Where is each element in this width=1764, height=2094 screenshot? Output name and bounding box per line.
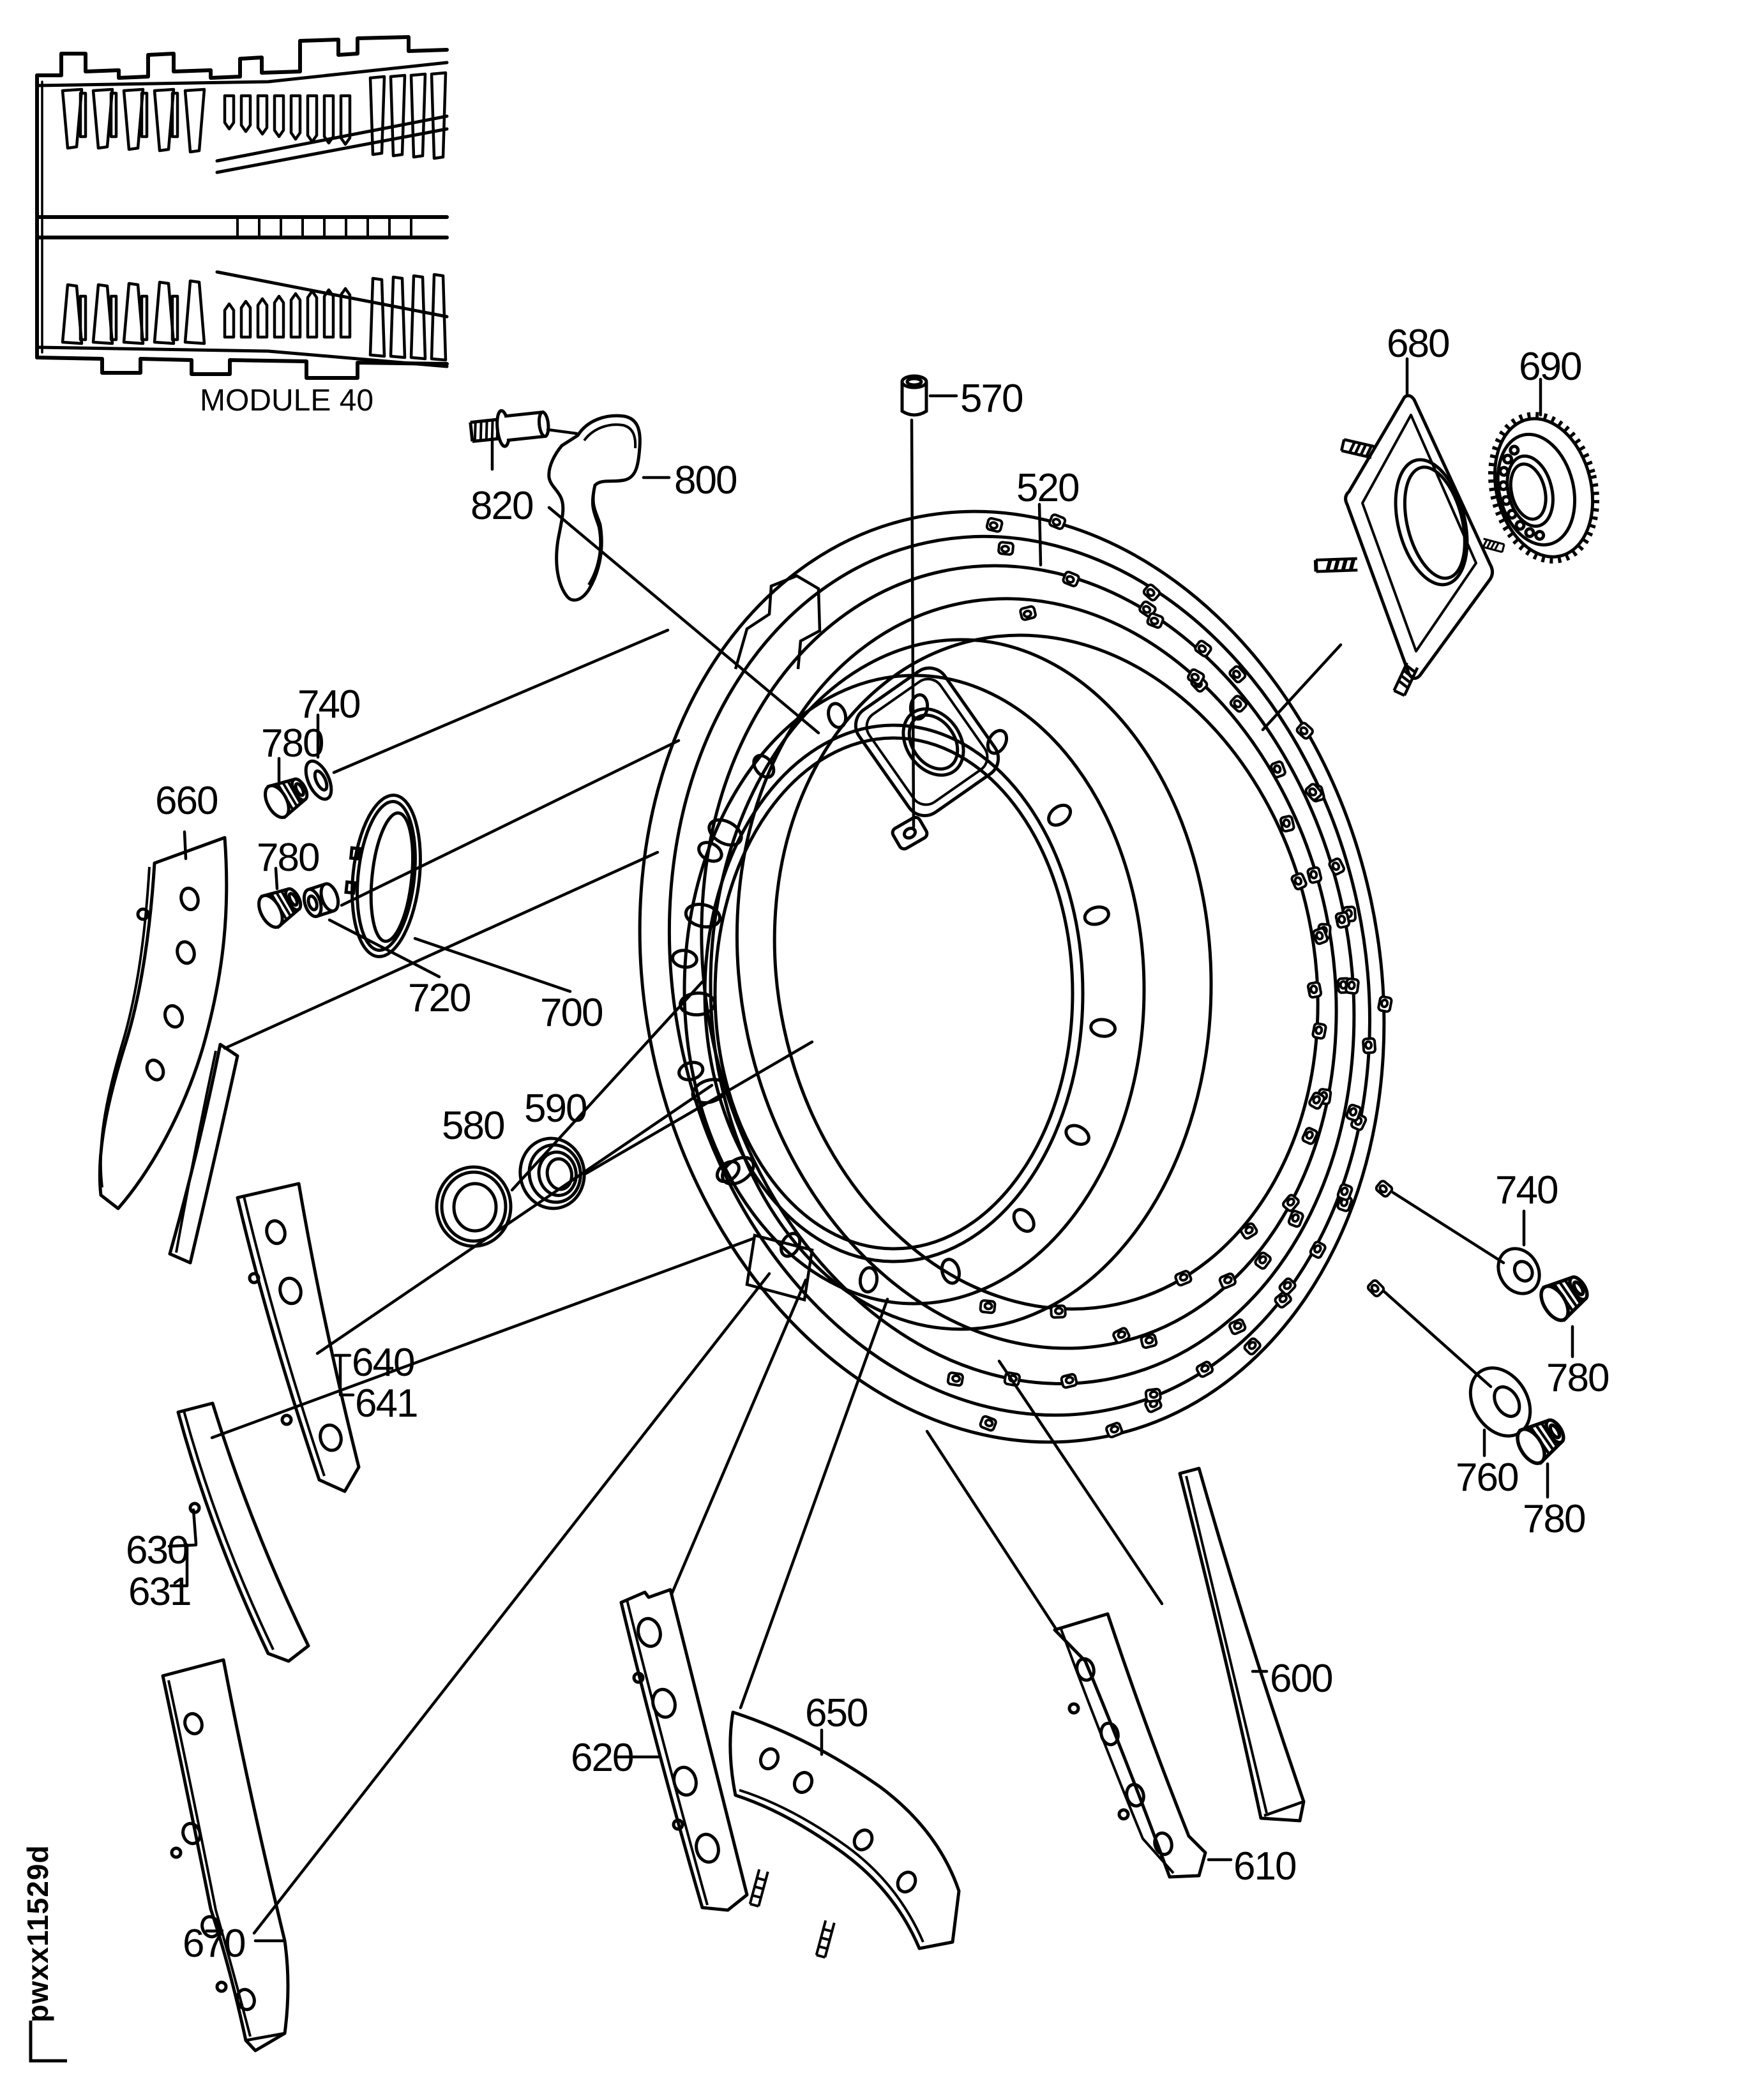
callout-740-left: 740 bbox=[298, 682, 361, 727]
callout-720: 720 bbox=[408, 976, 471, 1020]
turbine-case-ring bbox=[638, 509, 1469, 1444]
bushing-570 bbox=[900, 374, 928, 417]
callout-780-right-1: 780 bbox=[1546, 1356, 1609, 1400]
ring-580 bbox=[435, 1165, 513, 1248]
boss-570 bbox=[891, 815, 929, 851]
callout-780-right-2: 780 bbox=[1523, 1497, 1586, 1541]
washer-740-left bbox=[304, 759, 333, 801]
callout-660: 660 bbox=[155, 779, 218, 823]
callout-580: 580 bbox=[442, 1104, 505, 1148]
drawing-stamp-number: pwxx11529d bbox=[21, 1844, 54, 2022]
flange-bolt-holes bbox=[670, 693, 1117, 1294]
callout-780-left-2: 780 bbox=[257, 836, 320, 880]
engine-cross-section-thumbnail bbox=[35, 35, 449, 380]
leader-lines bbox=[167, 357, 1574, 1943]
callout-631: 631 bbox=[128, 1570, 192, 1614]
callout-700: 700 bbox=[540, 991, 603, 1035]
bolt-820 bbox=[469, 409, 550, 448]
liner-strip-660 bbox=[98, 836, 229, 1210]
callout-800: 800 bbox=[674, 458, 737, 502]
liner-strip-630 bbox=[176, 1401, 310, 1663]
callout-570: 570 bbox=[960, 377, 1023, 421]
gear-seal-ring-690 bbox=[1488, 412, 1600, 564]
callout-620: 620 bbox=[571, 1736, 634, 1780]
callout-520: 520 bbox=[1016, 466, 1080, 510]
callout-670: 670 bbox=[183, 1922, 246, 1966]
plug-780-right-1 bbox=[1535, 1269, 1594, 1325]
plug-780-left-2 bbox=[254, 882, 306, 931]
callout-600: 600 bbox=[1270, 1657, 1333, 1701]
seal-ring-700 bbox=[344, 794, 422, 958]
liner-strip-plain bbox=[168, 1043, 239, 1265]
callout-630: 630 bbox=[126, 1528, 189, 1572]
plug-780-left-1 bbox=[260, 772, 313, 822]
callout-780-left-1: 780 bbox=[261, 721, 324, 765]
callout-590: 590 bbox=[524, 1087, 587, 1131]
flange-notch bbox=[745, 1233, 814, 1302]
callout-680: 680 bbox=[1387, 322, 1450, 366]
stamp-corner-bracket bbox=[29, 2021, 67, 2063]
liner-shoe-650 bbox=[728, 1710, 961, 1959]
module-title: MODULE 40 bbox=[200, 384, 374, 418]
callout-820: 820 bbox=[471, 484, 534, 528]
mount-tab-detail bbox=[734, 574, 822, 670]
liner-strip-600 bbox=[1178, 1466, 1306, 1823]
callout-610: 610 bbox=[1233, 1844, 1297, 1888]
callout-641: 641 bbox=[355, 1382, 418, 1426]
ring-front-face bbox=[670, 574, 1393, 1331]
washer-740-right bbox=[1496, 1247, 1541, 1295]
face-oval-slots bbox=[679, 818, 755, 1186]
callout-760: 760 bbox=[1456, 1456, 1519, 1500]
callout-690: 690 bbox=[1519, 345, 1582, 389]
washer-760 bbox=[1468, 1366, 1532, 1438]
spacer-720 bbox=[302, 882, 340, 919]
liner-strip-620 bbox=[619, 1588, 749, 1912]
bearing-support-plate-680 bbox=[1316, 394, 1505, 696]
callout-740-right: 740 bbox=[1495, 1168, 1558, 1212]
bracket-800 bbox=[547, 414, 642, 602]
callout-650: 650 bbox=[805, 1691, 868, 1735]
liner-strip-610 bbox=[1053, 1612, 1207, 1879]
callout-640: 640 bbox=[352, 1341, 415, 1385]
liner-strip-640 bbox=[236, 1182, 361, 1493]
liner-strip-670 bbox=[161, 1658, 290, 2053]
